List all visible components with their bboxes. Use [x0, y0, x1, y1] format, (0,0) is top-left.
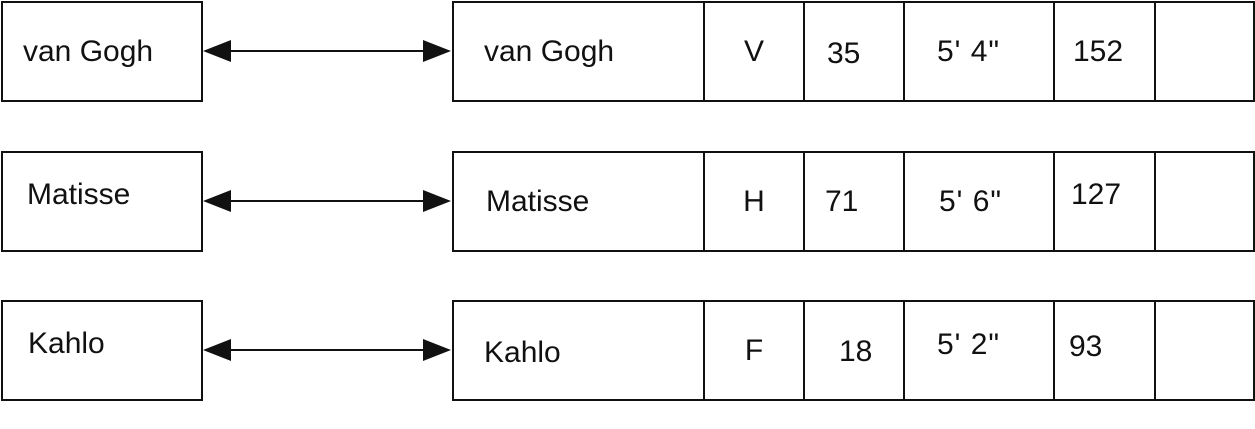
record-number-cell: 35 — [805, 3, 905, 100]
record-box: van Gogh V 35 5' 4" 152 — [452, 1, 1255, 102]
record-box: Matisse H 71 5' 6" 127 — [452, 151, 1255, 252]
diagram-row: van Gogh van Gogh V 35 5' 4" 152 — [0, 1, 1255, 102]
record-height-cell: 5' 6" — [905, 153, 1055, 250]
double-arrow-icon — [203, 190, 451, 212]
key-box: Kahlo — [1, 300, 203, 401]
diagram-row: Kahlo Kahlo F 18 5' 2" 93 — [0, 300, 1255, 401]
double-arrow-icon — [203, 40, 451, 62]
record-height-cell: 5' 4" — [905, 3, 1055, 100]
record-initial-cell: H — [705, 153, 805, 250]
record-number-cell: 18 — [805, 302, 905, 399]
double-arrow-icon — [203, 339, 451, 361]
record-weight-cell: 93 — [1055, 302, 1156, 399]
record-empty-cell — [1156, 153, 1253, 250]
record-empty-cell — [1156, 3, 1253, 100]
key-box: Matisse — [1, 151, 203, 252]
record-weight-cell: 127 — [1055, 153, 1156, 250]
record-name-cell: Kahlo — [454, 302, 705, 399]
key-label: Kahlo — [28, 326, 105, 360]
record-initial-cell: V — [705, 3, 805, 100]
record-height-cell: 5' 2" — [905, 302, 1055, 399]
record-name-cell: Matisse — [454, 153, 705, 250]
record-weight-cell: 152 — [1055, 3, 1156, 100]
diagram-row: Matisse Matisse H 71 5' 6" 127 — [0, 151, 1255, 252]
key-label: Matisse — [27, 177, 131, 211]
record-number-cell: 71 — [805, 153, 905, 250]
record-empty-cell — [1156, 302, 1253, 399]
record-name-cell: van Gogh — [454, 3, 705, 100]
key-box: van Gogh — [1, 1, 203, 102]
record-box: Kahlo F 18 5' 2" 93 — [452, 300, 1255, 401]
key-label: van Gogh — [23, 34, 154, 68]
record-initial-cell: F — [705, 302, 805, 399]
